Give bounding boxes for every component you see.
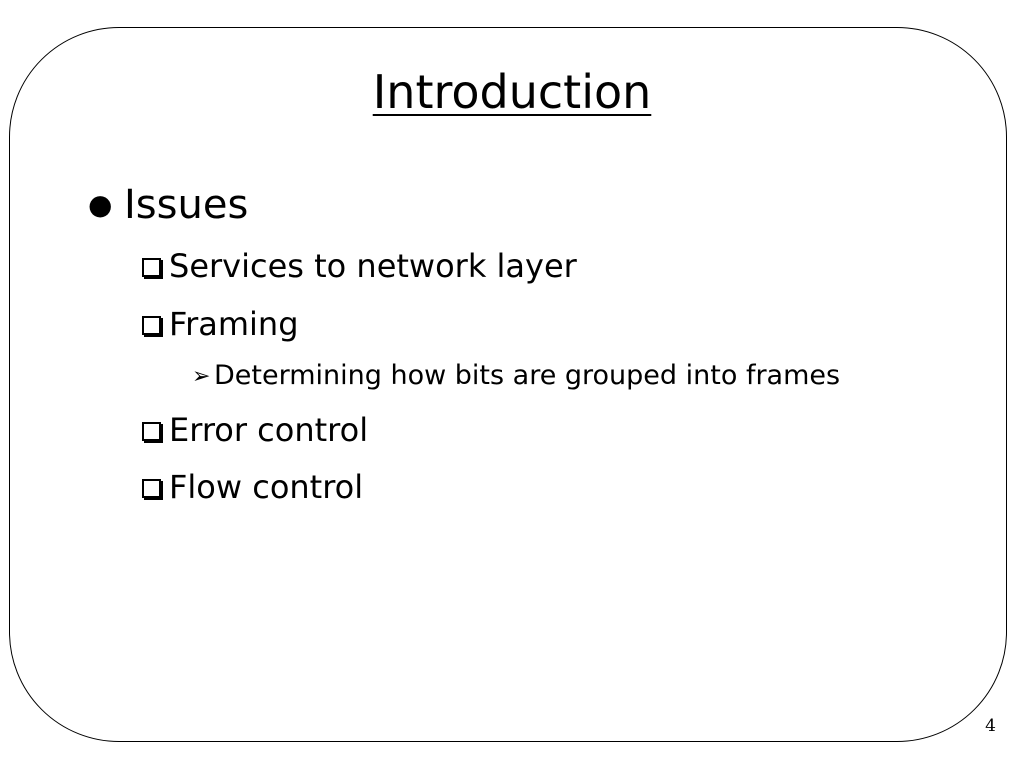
sub-sub-bullet-text: Determining how bits are grouped into fr… (214, 360, 841, 391)
sub-bullet-text: Flow control (169, 468, 364, 506)
sub-bullet-text: Error control (169, 411, 369, 449)
sub-bullet-framing: Framing (142, 302, 299, 346)
sub-bullet-services: Services to network layer (142, 244, 577, 288)
page-number: 4 (985, 716, 996, 736)
bullet-issues: ● Issues (88, 178, 248, 232)
bullet-text: Issues (124, 182, 249, 228)
slide-title-text: Introduction (372, 65, 652, 119)
sub-bullet-error-control: Error control (142, 408, 368, 452)
round-bullet-icon: ● (88, 188, 113, 221)
slide-title: Introduction (0, 62, 1024, 122)
rounded-border-frame (9, 27, 1007, 742)
sub-sub-bullet-determining: ➢Determining how bits are grouped into f… (192, 357, 840, 396)
arrow-bullet-icon: ➢ (192, 364, 211, 389)
checkbox-bullet-icon (142, 422, 161, 441)
checkbox-bullet-icon (142, 479, 161, 498)
sub-bullet-text: Services to network layer (169, 247, 577, 285)
sub-bullet-text: Framing (169, 305, 299, 343)
checkbox-bullet-icon (142, 258, 161, 277)
checkbox-bullet-icon (142, 316, 161, 335)
sub-bullet-flow-control: Flow control (142, 465, 363, 509)
